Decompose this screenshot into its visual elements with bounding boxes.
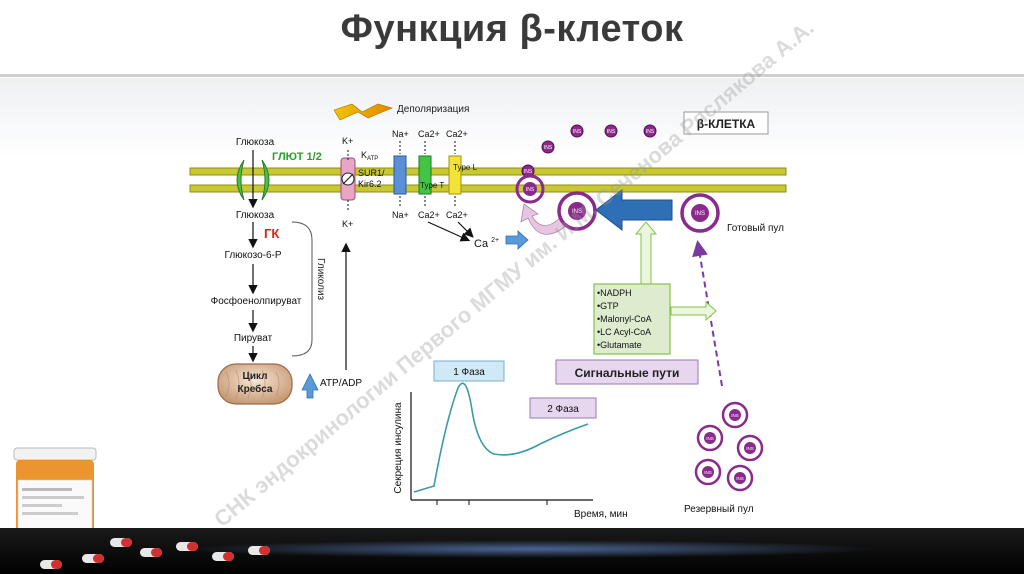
katp-label3: Kir6.2 [358, 179, 382, 189]
na-channel-icon [393, 155, 407, 195]
krebs-cycle-icon [217, 363, 293, 405]
pills-decoration [40, 538, 270, 569]
chart-x-label: Время, мин [574, 509, 628, 520]
pyruvate-label: Пируват [234, 333, 273, 344]
type-l-label: Type L [453, 163, 478, 172]
glycolysis-label: Гликолиз [315, 258, 326, 301]
phase1-box [433, 360, 505, 382]
ca-influx-arrow-1 [427, 221, 471, 242]
katp-k-top: K+ [342, 136, 353, 146]
katp-channel-icon [340, 157, 356, 201]
phase2-label: 2 Фаза [547, 404, 579, 415]
svg-text:INS: INS [746, 446, 754, 451]
ins-granule-ready-right [680, 193, 720, 233]
ca-bottom-label-2: Ca2+ [446, 210, 468, 220]
katp-label2: SUR1/ [358, 168, 385, 178]
ins-granules-secreted [521, 124, 657, 178]
glut-label: ГЛЮТ 1/2 [272, 151, 322, 163]
cell-label: β-КЛЕТКА [697, 117, 756, 131]
ca-type-t-channel-icon [418, 155, 432, 195]
ins-docked-label: INS [526, 187, 535, 193]
ca-top-label-1: Ca2+ [418, 129, 440, 139]
signal-item: •Malonyl-CoA [597, 314, 652, 324]
svg-text:INS: INS [573, 129, 582, 135]
depolarization-icon [333, 103, 393, 121]
svg-text:INS: INS [524, 169, 533, 175]
type-t-label: Type T [420, 181, 444, 190]
bottom-glow [180, 540, 880, 558]
cell-membrane [189, 167, 787, 193]
slide-title: Функция β-клеток [340, 8, 684, 50]
signaling-pathways-box [555, 359, 699, 385]
ca-type-l-channel-icon [448, 155, 462, 195]
background-gradient [0, 78, 1024, 158]
insulin-secretion-chart [410, 382, 593, 505]
katp-label1: KATP [361, 150, 378, 162]
gk-label: ГК [264, 226, 279, 241]
glucose-inside-label: Глюкоза [236, 210, 275, 221]
krebs-label-line2: Кребса [238, 383, 273, 395]
ca-bottom-label-1: Ca2+ [418, 210, 440, 220]
krebs-label-line1: Цикл [243, 371, 268, 382]
ins-ready-right-label: INS [695, 211, 705, 217]
svg-text:INS: INS [736, 476, 744, 481]
atp-up-arrow-icon [301, 373, 319, 399]
phase1-label: 1 Фаза [453, 367, 485, 378]
ins-granules-reserve [694, 401, 764, 492]
signal-molecules-box [593, 283, 671, 355]
signaling-pathways-label: Сигнальные пути [575, 366, 680, 380]
glut-transporter-icon [236, 159, 270, 201]
depolarization-label: Деполяризация [397, 104, 469, 115]
signal-arrows-icon [634, 221, 717, 322]
title-divider [0, 74, 1024, 77]
glucose-outside-label: Глюкоза [236, 137, 275, 148]
pep-label: Фосфоенолпируват [211, 295, 302, 307]
ins-granules-secreted-labels: INS INS INS INS INS [524, 129, 655, 175]
na-bottom-label: Na+ [392, 210, 409, 220]
ins-ready-left-label: INS [572, 209, 582, 215]
ca-influx-arrow-2 [457, 221, 474, 238]
chart-secretion-curve [413, 382, 589, 493]
chart-y-label: Секреция инсулина [393, 402, 404, 494]
ins-granule-ready-left [557, 191, 597, 231]
atp-adp-label: ATP/ADP [320, 378, 362, 389]
phase2-box [529, 397, 597, 419]
svg-text:INS: INS [706, 436, 714, 441]
signal-item: •GTP [597, 301, 619, 311]
ready-pool-arrow-icon [595, 188, 673, 232]
exocytosis-curved-arrow-icon [520, 203, 567, 235]
ready-pool-label: Готовый пул [727, 223, 784, 234]
g6p-label: Глюкозо-6-Р [224, 250, 281, 261]
ca-top-label-2: Ca2+ [446, 129, 468, 139]
svg-text:INS: INS [731, 413, 739, 418]
signal-item: •LC Acyl-CoA [597, 327, 651, 337]
glycolysis-bracket [291, 221, 313, 357]
cell-label-box [683, 111, 769, 135]
svg-text:INS: INS [646, 129, 655, 135]
signal-molecules-list: •NADPH •GTP •Malonyl-CoA •LC Acyl-CoA •G… [597, 288, 652, 350]
signal-item: •NADPH [597, 288, 632, 298]
svg-text:INS: INS [607, 129, 616, 135]
katp-k-bottom: K+ [342, 219, 353, 229]
na-top-label: Na+ [392, 129, 409, 139]
ins-granule-docked [515, 174, 545, 204]
signal-item: •Glutamate [597, 340, 642, 350]
ca-to-granule-arrow-icon [505, 230, 529, 250]
svg-text:INS: INS [544, 145, 553, 151]
pill-capsules-icon [40, 538, 270, 569]
ins-granules-reserve-labels: INS INS INS INS INS [704, 413, 754, 481]
svg-text:INS: INS [704, 470, 712, 475]
reserve-pool-label: Резервный пул [684, 504, 754, 515]
